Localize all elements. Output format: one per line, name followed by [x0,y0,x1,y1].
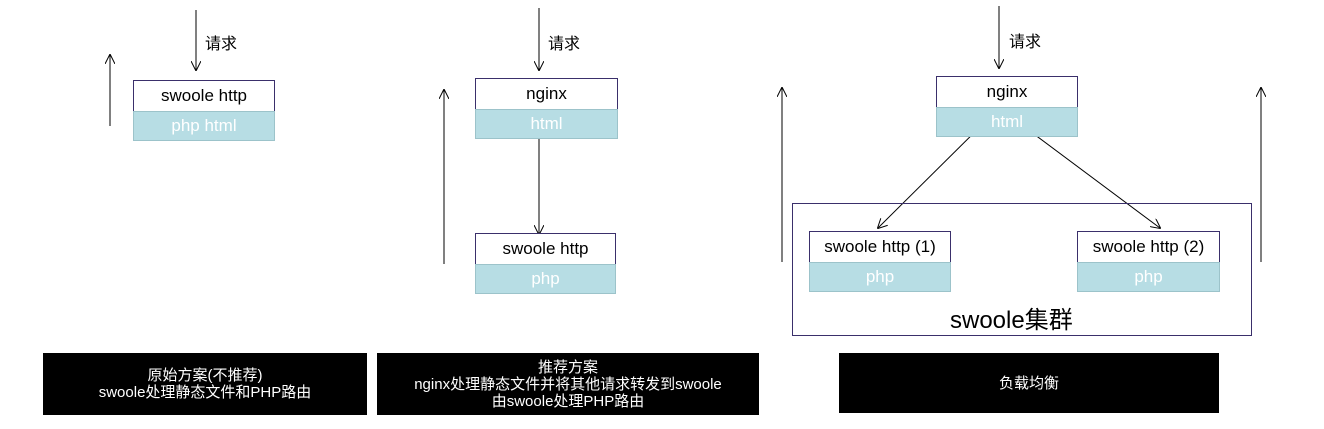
html-box-2: html [475,109,618,139]
swoole-http-box-2: swoole http [475,233,616,265]
cluster-label: swoole集群 [950,307,1073,334]
nginx-box-3: nginx [936,76,1078,108]
caption-scheme-3: 负载均衡 [839,353,1219,413]
swoole-http-box-1: swoole http [133,80,275,112]
caption-scheme-1: 原始方案(不推荐) swoole处理静态文件和PHP路由 [43,353,367,415]
php-box-3a: php [809,262,951,292]
swoole-http-box-3a: swoole http (1) [809,231,951,263]
html-box-3: html [936,107,1078,137]
caption-3-line-1: 负载均衡 [998,374,1059,392]
swoole-http-box-3b: swoole http (2) [1077,231,1220,263]
caption-2-line-1: 推荐方案 [537,358,598,376]
caption-1-line-1: 原始方案(不推荐) [147,367,263,384]
request-label-2: 请求 [548,36,581,53]
caption-2-line-2: nginx处理静态文件并将其他请求转发到swoole [414,375,722,393]
request-label-3: 请求 [1009,34,1042,51]
caption-2-line-3: 由swoole处理PHP路由 [491,392,645,410]
caption-scheme-2: 推荐方案 nginx处理静态文件并将其他请求转发到swoole 由swoole处… [377,353,759,415]
request-label-1: 请求 [205,36,238,53]
swoole-cluster-frame [792,203,1252,336]
php-html-box-1: php html [133,111,275,141]
php-box-2: php [475,264,616,294]
nginx-box-2: nginx [475,78,618,110]
caption-1-line-2: swoole处理静态文件和PHP路由 [98,384,312,401]
php-box-3b: php [1077,262,1220,292]
